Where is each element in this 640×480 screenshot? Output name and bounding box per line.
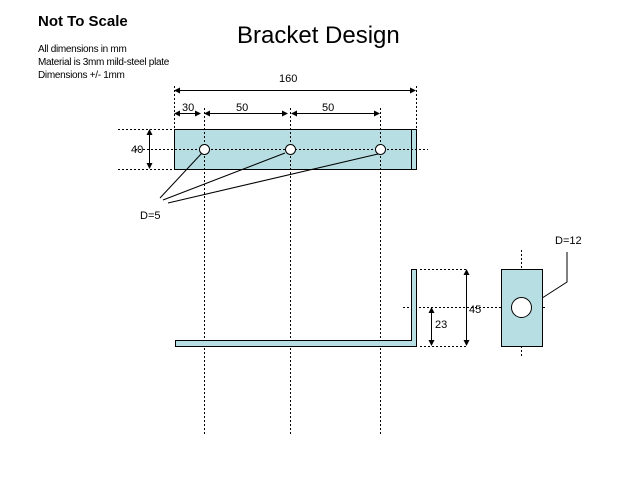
note-tolerance: Dimensions +/- 1mm xyxy=(38,70,125,81)
dim-40: 40 xyxy=(131,144,143,156)
dim-30: 30 xyxy=(182,102,194,114)
large-hole xyxy=(511,297,532,318)
bracket-side-view xyxy=(175,269,417,347)
dim-50-a: 50 xyxy=(236,102,248,114)
dim-23: 23 xyxy=(435,319,447,331)
dim-d5: D=5 xyxy=(140,210,161,222)
not-to-scale-label: Not To Scale xyxy=(38,13,128,30)
dim-160: 160 xyxy=(279,73,297,85)
hole-1 xyxy=(199,144,210,155)
dim-50-b: 50 xyxy=(322,102,334,114)
hole-3 xyxy=(375,144,386,155)
note-material: Material is 3mm mild-steel plate xyxy=(38,57,169,68)
dim-d12: D=12 xyxy=(555,235,582,247)
page-title: Bracket Design xyxy=(237,22,400,49)
hole-2 xyxy=(285,144,296,155)
note-units: All dimensions in mm xyxy=(38,44,127,55)
dim-45: 45 xyxy=(469,304,481,316)
